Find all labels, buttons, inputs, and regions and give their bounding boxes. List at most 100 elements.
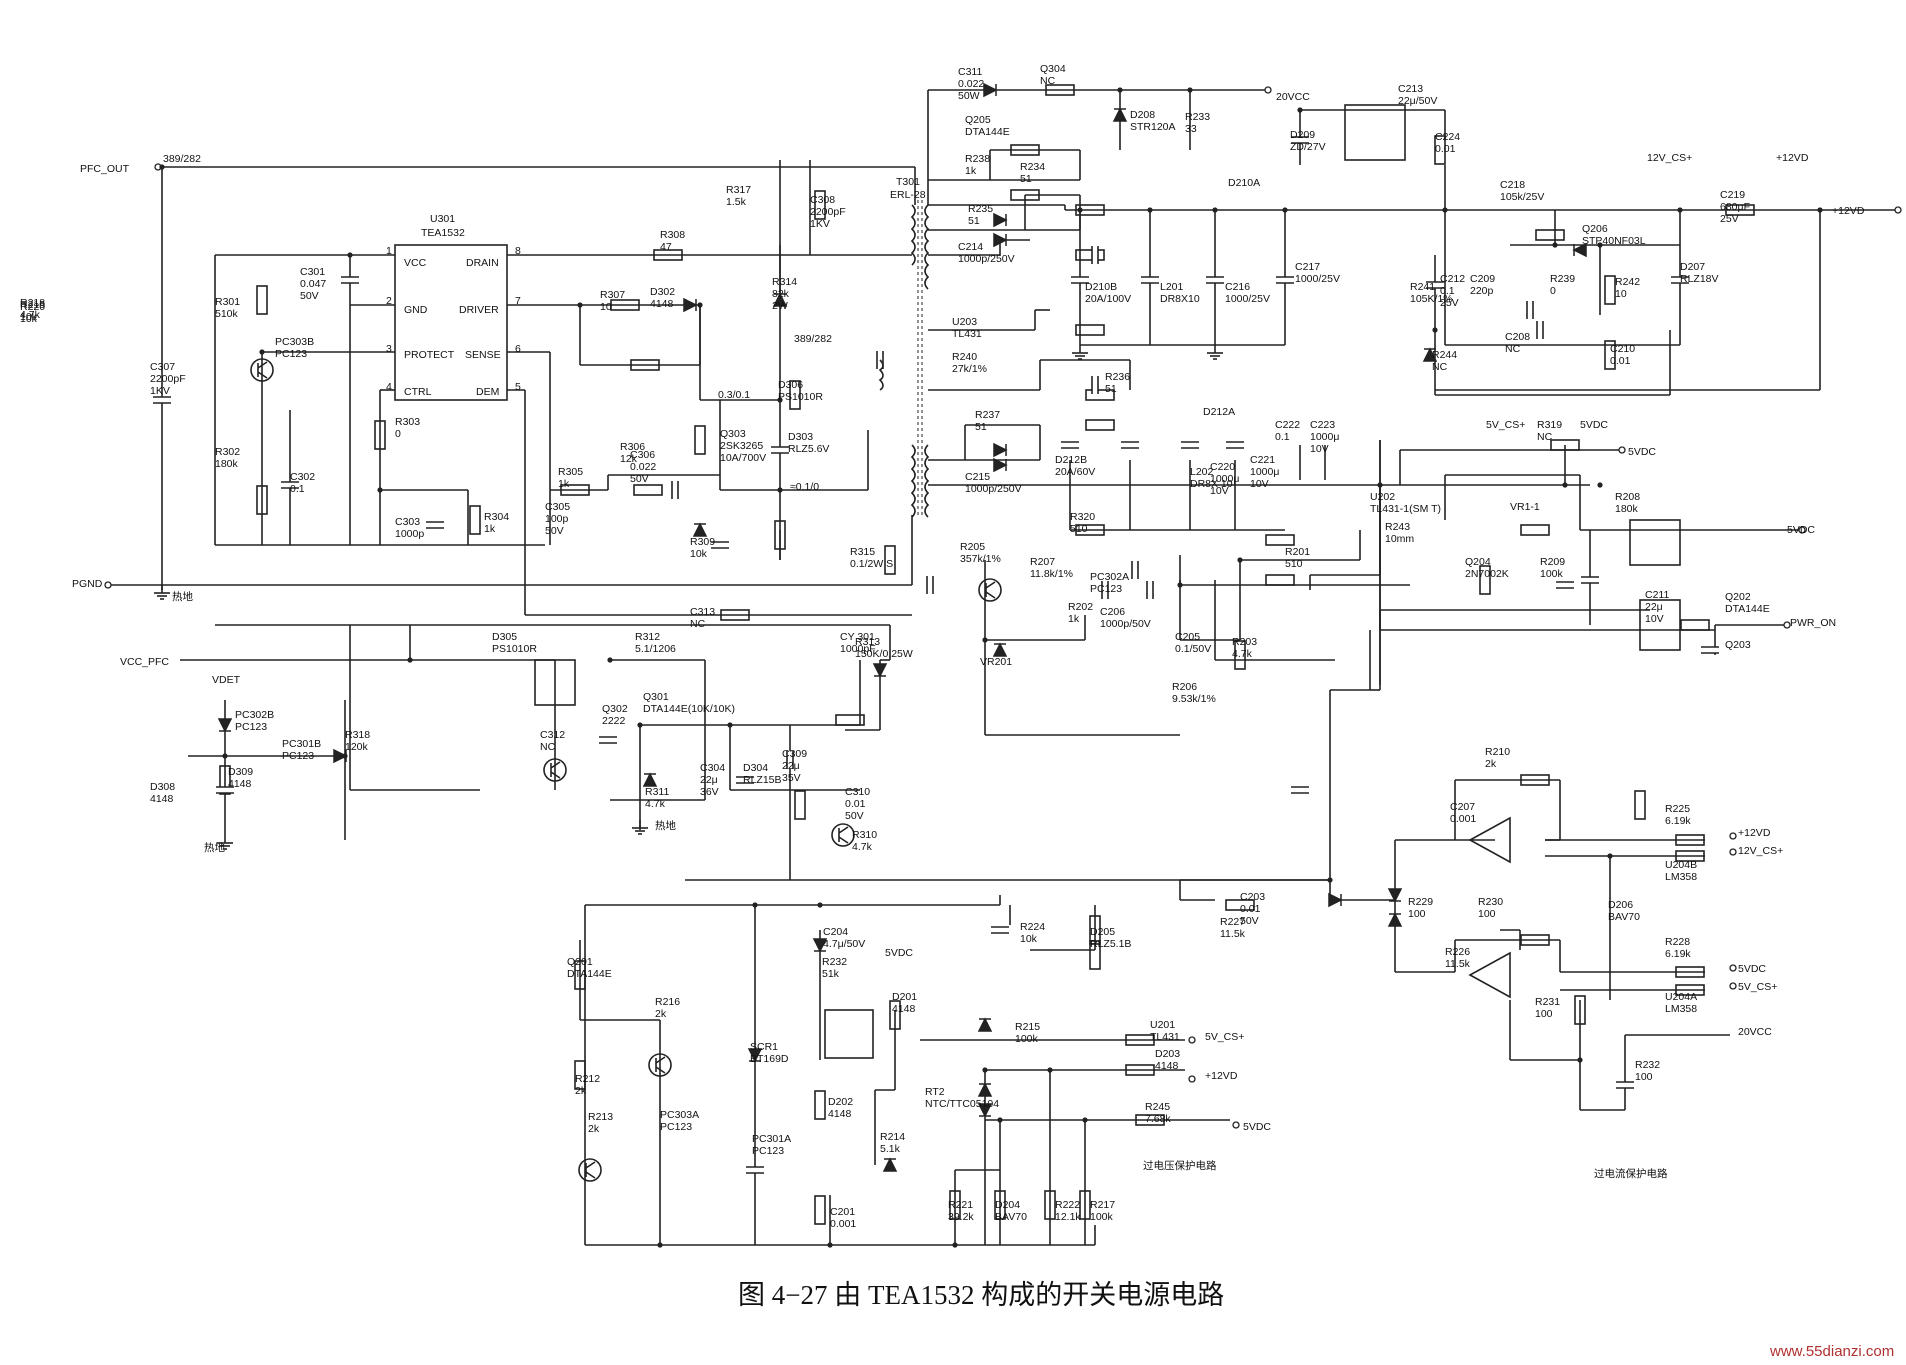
component-label-line: D302	[650, 286, 675, 298]
component-label-line: 100	[1635, 1071, 1653, 1083]
resistor-symbol	[1075, 204, 1105, 216]
component-label-line: 1000p/50V	[1100, 618, 1151, 630]
capacitor-symbol	[1671, 276, 1689, 284]
component-label-line: 1.5k	[726, 196, 747, 208]
terminal	[1783, 621, 1791, 629]
wire	[585, 1171, 596, 1179]
resistor-symbol	[1044, 1190, 1056, 1220]
pin-protect-name: PROTECT	[404, 349, 455, 361]
component-label-line: PC123	[235, 721, 267, 733]
pin-drain-name: DRAIN	[466, 257, 499, 269]
component-label-line: 35V	[782, 772, 801, 784]
net-5vdc-ovp: 5VDC	[1243, 1121, 1271, 1133]
capacitor-symbol	[1181, 441, 1199, 449]
transformer-part: ERL-28	[890, 189, 926, 201]
component-label-line: 1000μ	[1250, 466, 1279, 478]
terminal	[1264, 86, 1272, 94]
wire	[838, 826, 849, 834]
resistor-symbol	[1075, 249, 1105, 261]
net-gate-voltage: 0.3/0.1	[718, 389, 750, 401]
component-label-line: Q204	[1465, 556, 1491, 568]
resistor-symbol	[1079, 1190, 1091, 1220]
component-label-line: C308	[810, 194, 835, 206]
junction-dot	[1117, 87, 1123, 93]
component-label-line: 100	[1408, 908, 1426, 920]
component-label-line: C206	[1100, 606, 1125, 618]
net-12vd-ovp: +12VD	[1205, 1070, 1238, 1082]
component-label-line: C201	[830, 1206, 855, 1218]
capacitor-symbol	[1276, 276, 1294, 284]
resistor-symbol	[1479, 565, 1491, 595]
component-label-line: Q302	[602, 703, 628, 715]
net-5v-cs: 5V_CS+	[1486, 419, 1525, 431]
component-label-line: R245	[1145, 1101, 1170, 1113]
junction-dot	[1597, 242, 1603, 248]
junction-dot	[1597, 482, 1603, 488]
diode-symbol	[692, 522, 708, 537]
component-label-line: R202	[1068, 601, 1093, 613]
watermark-text: www.55dianzi.com	[1769, 1343, 1894, 1360]
junction-dot	[607, 657, 613, 663]
component-label-line: R208	[1615, 491, 1640, 503]
net-vcc-pfc: VCC_PFC	[120, 656, 169, 668]
ic-box	[1344, 104, 1406, 161]
junction-dot	[1212, 207, 1218, 213]
component-label-line: Q202	[1725, 591, 1751, 603]
resistor-symbol	[256, 285, 268, 315]
wire	[838, 836, 849, 844]
junction-dot	[1577, 1057, 1583, 1063]
component-label-line: RLZ5.6V	[788, 443, 829, 455]
capacitor-symbol	[1291, 786, 1309, 794]
component-label-line: 51k	[822, 968, 840, 980]
net-12vd-out: +12VD	[1832, 205, 1865, 217]
diode-symbol	[683, 297, 698, 313]
junction-dot	[982, 1067, 988, 1073]
component-label-line: 1KV	[150, 385, 170, 397]
capacitor-symbol	[599, 736, 617, 744]
component-label-line: R219	[20, 299, 45, 311]
component-label-line: 33	[1185, 123, 1197, 135]
junction-dot	[1237, 557, 1243, 563]
component-label-line: 22μ	[782, 760, 800, 772]
resistor-symbol	[1075, 324, 1105, 336]
net-source-voltage: ≈0.1/0	[790, 481, 819, 493]
component-label-line: NC	[1040, 75, 1056, 87]
net-pwr-on: PWR_ON	[1790, 617, 1836, 629]
resistor-symbol	[1265, 574, 1295, 586]
diode-symbol	[1387, 912, 1403, 927]
component-label-line: 2k	[655, 1008, 667, 1020]
resistor-symbol	[1604, 340, 1616, 370]
junction-dot	[1297, 107, 1303, 113]
component-label-line: 50V	[630, 473, 649, 485]
component-label-line: 51	[1020, 173, 1032, 185]
component-label-line: D210B	[1085, 281, 1117, 293]
diode-symbol	[977, 1082, 993, 1097]
wire	[655, 1066, 666, 1074]
capacitor-symbol	[1526, 301, 1534, 319]
component-label: D212A	[1203, 406, 1235, 418]
component-label-line: D212A	[1203, 406, 1235, 418]
component-label-line: R205	[960, 541, 985, 553]
component-label-line: 0.022	[630, 461, 656, 473]
component-label-line: 39.2k	[948, 1211, 974, 1223]
diode-symbol	[993, 442, 1008, 458]
